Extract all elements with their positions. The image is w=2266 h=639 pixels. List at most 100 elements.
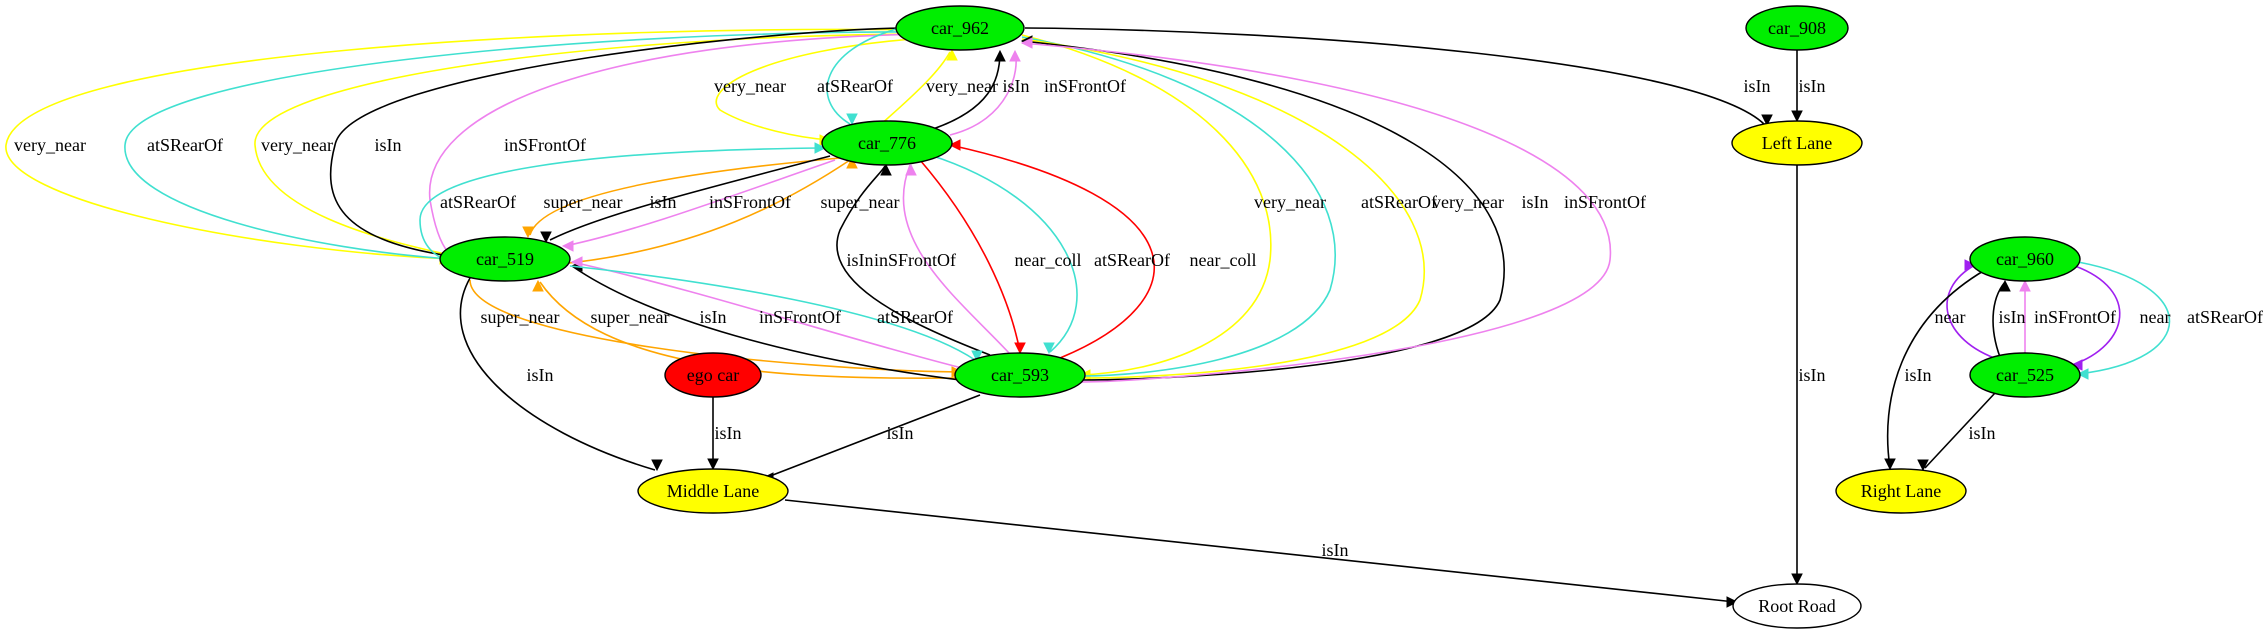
edge-line <box>1946 264 2001 361</box>
node-right-lane[interactable]: Right Lane <box>1835 468 1967 514</box>
edge-line <box>571 261 963 369</box>
edge-line <box>1021 34 1272 376</box>
edge-line <box>1021 42 1612 383</box>
edge-label: atSRearOf <box>817 76 893 96</box>
node-root-road[interactable]: Root Road <box>1732 583 1862 629</box>
edge-inSFrontOf <box>902 163 1011 355</box>
node-car-908[interactable]: car_908 <box>1745 5 1849 51</box>
edge-isIn <box>929 49 1006 131</box>
node-middle-lane[interactable]: Middle Lane <box>637 468 789 514</box>
edge-very_near <box>254 33 926 256</box>
edge-arrowhead <box>1043 342 1055 355</box>
node-ellipse <box>821 120 953 166</box>
edge-arrowhead <box>1999 279 2011 292</box>
edge-line <box>715 37 926 141</box>
node-label: car_519 <box>476 249 534 269</box>
edge-isIn <box>836 163 991 356</box>
edge-arrowhead <box>846 113 858 126</box>
node-ellipse <box>664 352 762 398</box>
edge-label: isIn <box>650 192 677 212</box>
edge-arrowhead <box>994 49 1006 62</box>
edge-isIn <box>761 394 981 484</box>
node-car-519[interactable]: car_519 <box>439 236 571 282</box>
edge-atSRearOf <box>826 27 901 126</box>
edge-line <box>764 394 981 479</box>
edge-arrowhead <box>2019 279 2031 292</box>
node-car-776[interactable]: car_776 <box>821 120 953 166</box>
edge-label: atSRearOf <box>877 307 953 327</box>
edge-arrowhead <box>905 163 917 176</box>
edge-label: inSFrontOf <box>2034 307 2116 327</box>
edge-arrowhead <box>946 48 958 61</box>
edge-label: isIn <box>1522 192 1549 212</box>
node-label: Left Lane <box>1762 133 1832 153</box>
node-ellipse <box>637 468 789 514</box>
edge-line <box>902 164 1011 355</box>
edge-atSRearOf <box>929 154 1078 355</box>
node-label: car_908 <box>1768 18 1826 38</box>
node-car-525[interactable]: car_525 <box>1969 352 2081 398</box>
edge-very_near <box>5 28 926 265</box>
node-left-lane[interactable]: Left Lane <box>1731 120 1863 166</box>
edge-inSFrontOf <box>949 49 1021 136</box>
edge-atSRearOf <box>124 31 926 260</box>
node-ellipse <box>954 352 1086 398</box>
edge-label: very_near <box>1432 192 1504 212</box>
edge-arrowhead <box>570 256 583 268</box>
edge-label: isIn <box>375 135 402 155</box>
edge-label: super_near <box>591 307 670 327</box>
edge-very_near <box>879 48 958 126</box>
node-label: car_593 <box>991 365 1049 385</box>
edge-line <box>949 144 1155 359</box>
edge-label: isIn <box>1744 76 1771 96</box>
edge-arrowhead <box>532 279 544 292</box>
edge-label: very_near <box>1254 192 1326 212</box>
edge-isIn <box>784 499 1739 608</box>
edge-arrowhead <box>814 142 827 154</box>
node-ellipse <box>1969 236 2081 282</box>
edge-line <box>569 265 976 361</box>
edge-arrowhead <box>1761 114 1773 127</box>
edge-isIn <box>707 397 719 471</box>
edge-isIn <box>1791 165 1803 586</box>
edge-arrowhead <box>880 163 892 176</box>
edge-label: atSRearOf <box>147 135 223 155</box>
node-ego[interactable]: ego car <box>664 352 762 398</box>
edge-line <box>919 159 1021 353</box>
node-ellipse <box>439 236 571 282</box>
edge-line <box>459 277 656 471</box>
edge-line <box>1924 392 1996 469</box>
edge-atSRearOf <box>419 142 827 259</box>
edge-label: near <box>1935 307 1966 327</box>
edge-label: super_near <box>481 307 560 327</box>
node-label: ego car <box>687 365 739 385</box>
edge-arrowhead <box>1917 459 1929 472</box>
edge-isIn <box>1024 27 1773 127</box>
edge-label: atSRearOf <box>1361 192 1437 212</box>
edge-label: near_coll <box>1015 250 1082 270</box>
node-label: car_776 <box>858 133 916 153</box>
edge-line <box>559 159 851 265</box>
node-ellipse <box>1969 352 2081 398</box>
edge-label: near_coll <box>1190 250 1257 270</box>
edge-label: very_near <box>261 135 333 155</box>
edge-line <box>1021 36 1336 377</box>
node-car-960[interactable]: car_960 <box>1969 236 2081 282</box>
edge-arrowhead <box>561 240 574 252</box>
node-car-593[interactable]: car_593 <box>954 352 1086 398</box>
node-label: car_525 <box>1996 365 2054 385</box>
edge-line <box>1992 281 2006 358</box>
edge-super_near <box>522 157 841 239</box>
edge-atSRearOf <box>569 265 983 363</box>
edge-line <box>826 27 901 125</box>
edge-arrowhead <box>1884 458 1896 471</box>
edge-arrowhead <box>1726 596 1739 608</box>
edge-arrowhead <box>846 156 858 169</box>
node-car-962[interactable]: car_962 <box>895 5 1025 51</box>
edge-line <box>529 157 841 236</box>
edge-label: inSFrontOf <box>709 192 791 212</box>
edge-line <box>784 499 1736 603</box>
edge-label: super_near <box>821 192 900 212</box>
